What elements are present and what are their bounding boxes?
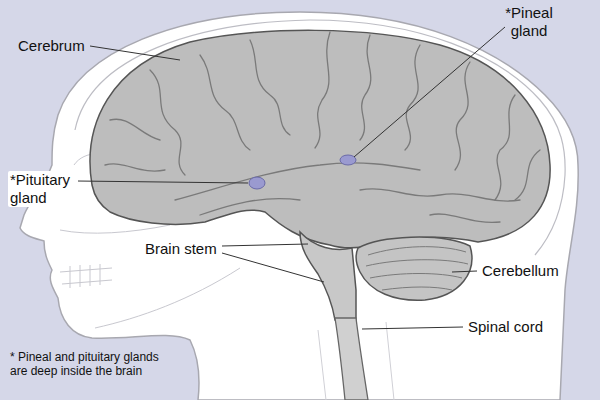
brain-stem-shape xyxy=(300,232,356,320)
fold xyxy=(405,45,420,150)
footnote: * Pineal and pituitary glands are deep i… xyxy=(10,350,170,378)
fold xyxy=(200,55,250,150)
leader-lines xyxy=(77,27,505,329)
fold xyxy=(200,199,300,215)
leader-line xyxy=(90,46,180,60)
part-label: Cerebellum xyxy=(482,262,559,280)
fold xyxy=(360,35,371,140)
leader-line xyxy=(222,244,308,246)
head-outline xyxy=(20,12,578,400)
fold xyxy=(175,163,420,200)
leader-line xyxy=(222,253,324,282)
part-label: *Pineal gland xyxy=(505,4,553,40)
pituitary-gland xyxy=(249,177,265,189)
fold xyxy=(110,119,160,140)
fold xyxy=(515,150,540,200)
fold xyxy=(455,62,470,170)
part-label: Cerebrum xyxy=(18,37,85,55)
leader-line xyxy=(354,27,505,157)
cerebellum-shape xyxy=(356,237,472,300)
fold xyxy=(366,260,468,266)
leader-line xyxy=(452,271,477,272)
pineal-gland xyxy=(340,155,356,165)
fold xyxy=(370,274,462,279)
fold xyxy=(250,40,290,135)
cheekbone xyxy=(60,225,170,233)
teeth xyxy=(60,264,112,288)
fold xyxy=(315,32,330,148)
fold xyxy=(430,214,500,222)
fold xyxy=(495,95,515,200)
part-label: Brain stem xyxy=(145,240,217,258)
part-label: *Pituitary gland xyxy=(8,171,78,207)
part-label: Spinal cord xyxy=(468,318,543,336)
spinal-cord-shape xyxy=(335,318,368,400)
cerebrum-shape xyxy=(90,30,550,247)
fold xyxy=(382,287,452,290)
jaw-bone xyxy=(95,268,240,328)
cerebrum-folds xyxy=(105,32,540,222)
leader-line xyxy=(362,327,463,329)
fold xyxy=(360,189,520,201)
fold xyxy=(150,70,185,175)
fold xyxy=(368,247,466,255)
leader-line xyxy=(77,181,248,183)
skull-outline xyxy=(75,20,565,255)
fold xyxy=(105,164,165,171)
cerebellum-folds xyxy=(366,247,468,290)
